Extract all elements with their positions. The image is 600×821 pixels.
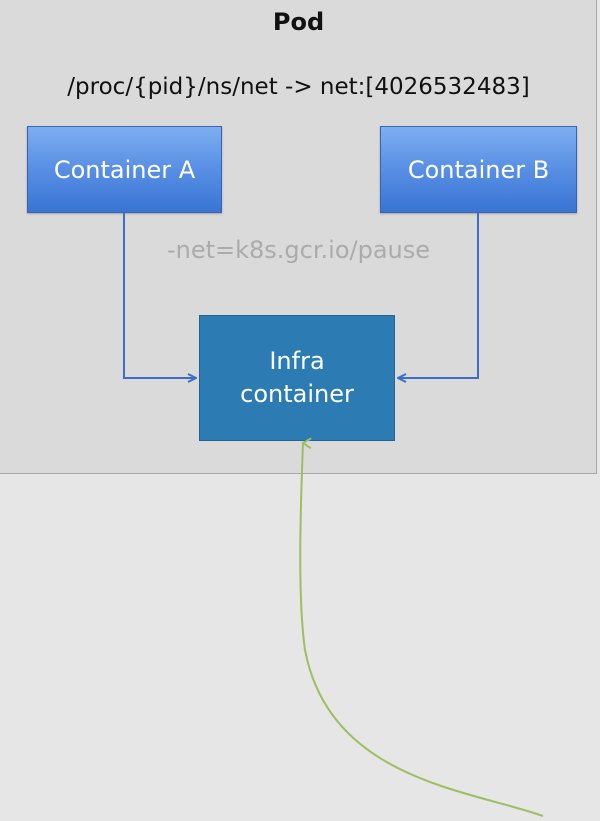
container-a-label: Container A bbox=[53, 155, 196, 184]
net-flag-text: -net=k8s.gcr.io/pause bbox=[166, 236, 431, 264]
container-a-box: Container A bbox=[27, 126, 222, 213]
network-namespace-path: /proc/{pid}/ns/net -> net:[4026532483] bbox=[67, 74, 530, 100]
infra-label-line1: Infra bbox=[269, 347, 325, 375]
infra-container-box: Infra container bbox=[199, 315, 395, 441]
infra-label-line2: container bbox=[240, 380, 354, 408]
pod-title: Pod bbox=[272, 8, 325, 36]
container-b-box: Container B bbox=[380, 126, 577, 213]
external-link-to-infra bbox=[299, 437, 544, 817]
net-flag-label: -net=k8s.gcr.io/pause bbox=[0, 236, 597, 264]
container-b-label: Container B bbox=[407, 155, 550, 184]
